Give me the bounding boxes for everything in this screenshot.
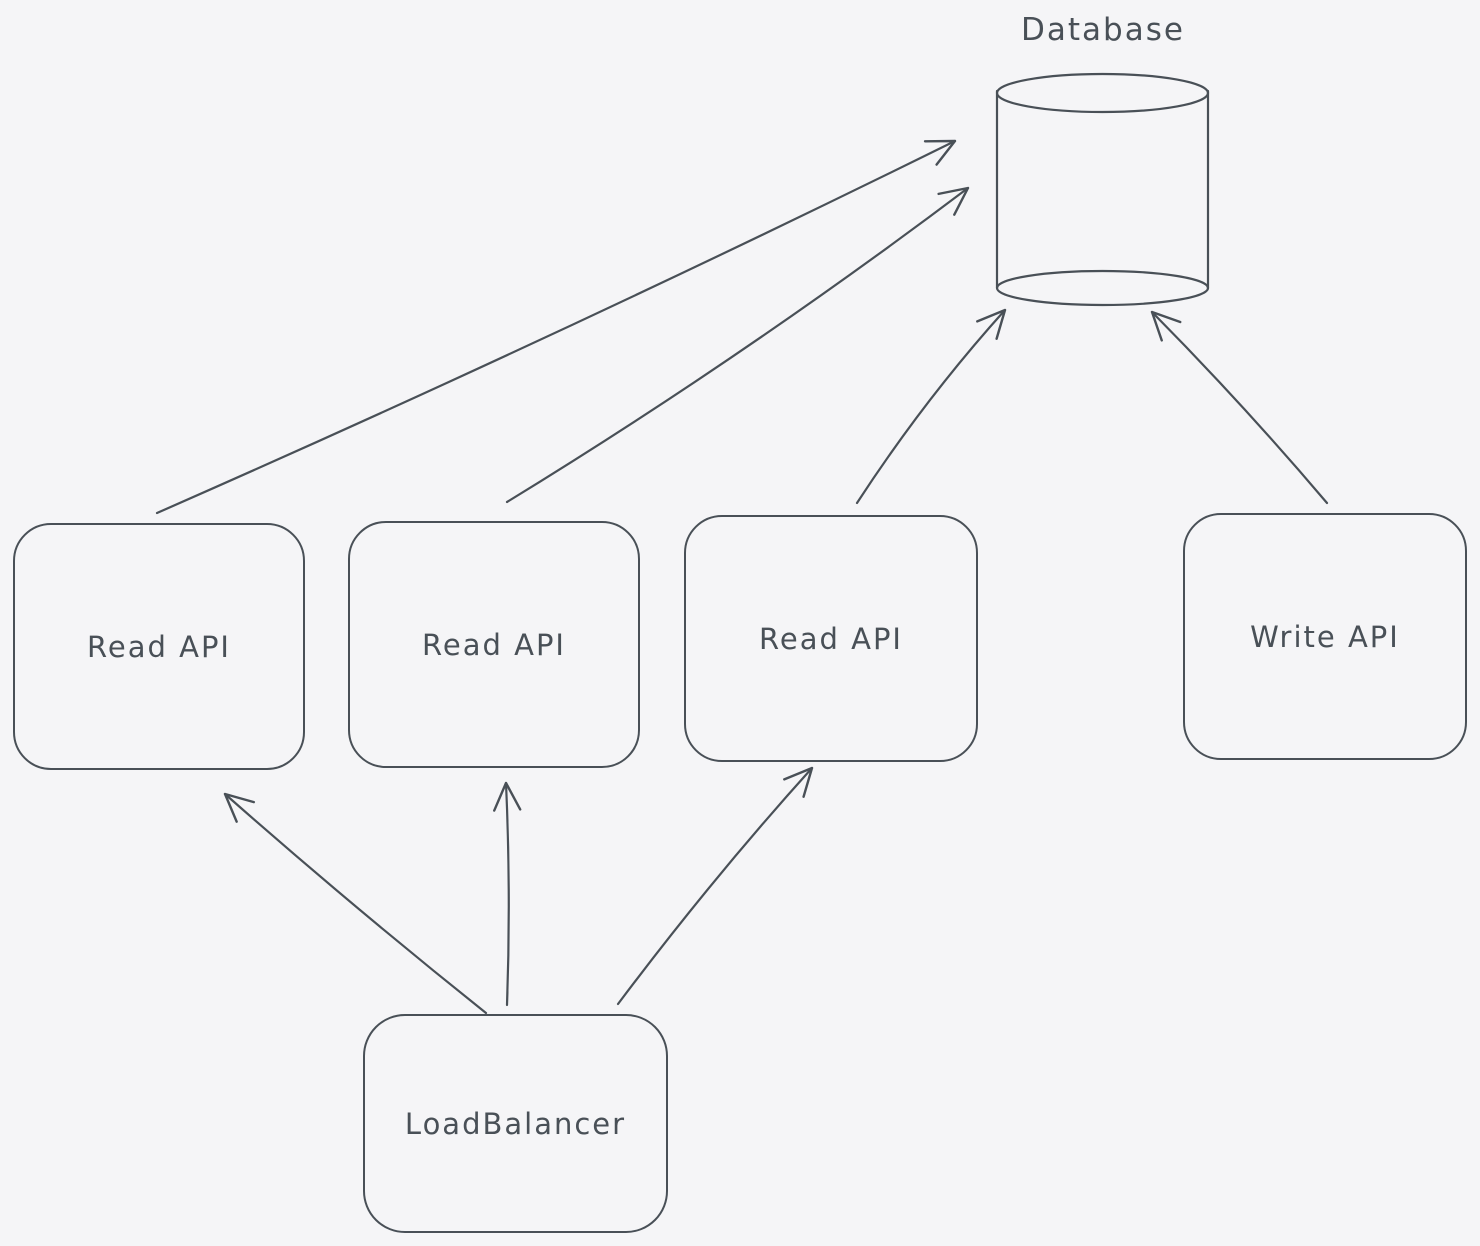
node-database-label: Database — [1021, 12, 1185, 48]
node-load-balancer-label: LoadBalancer — [404, 1106, 627, 1141]
database-cylinder-shape[interactable] — [995, 72, 1210, 307]
node-read-api-1-label: Read API — [87, 629, 231, 664]
node-load-balancer[interactable]: LoadBalancer — [363, 1014, 668, 1233]
edge-read-api-1-to-database[interactable] — [155, 139, 957, 515]
node-read-api-3-label: Read API — [759, 621, 903, 656]
edge-load-balancer-to-read-api-1[interactable] — [223, 792, 488, 1015]
edge-load-balancer-to-read-api-3[interactable] — [616, 766, 814, 1006]
node-read-api-1[interactable]: Read API — [13, 523, 305, 770]
node-read-api-2-label: Read API — [422, 627, 566, 662]
node-read-api-3[interactable]: Read API — [684, 515, 978, 762]
edge-load-balancer-to-read-api-2[interactable] — [493, 781, 522, 1007]
node-read-api-2[interactable]: Read API — [348, 521, 640, 768]
node-write-api[interactable]: Write API — [1183, 513, 1467, 760]
edge-read-api-3-to-database[interactable] — [855, 308, 1007, 505]
node-write-api-label: Write API — [1250, 619, 1400, 654]
edge-read-api-2-to-database[interactable] — [505, 186, 970, 504]
edge-write-api-to-database[interactable] — [1150, 310, 1329, 505]
